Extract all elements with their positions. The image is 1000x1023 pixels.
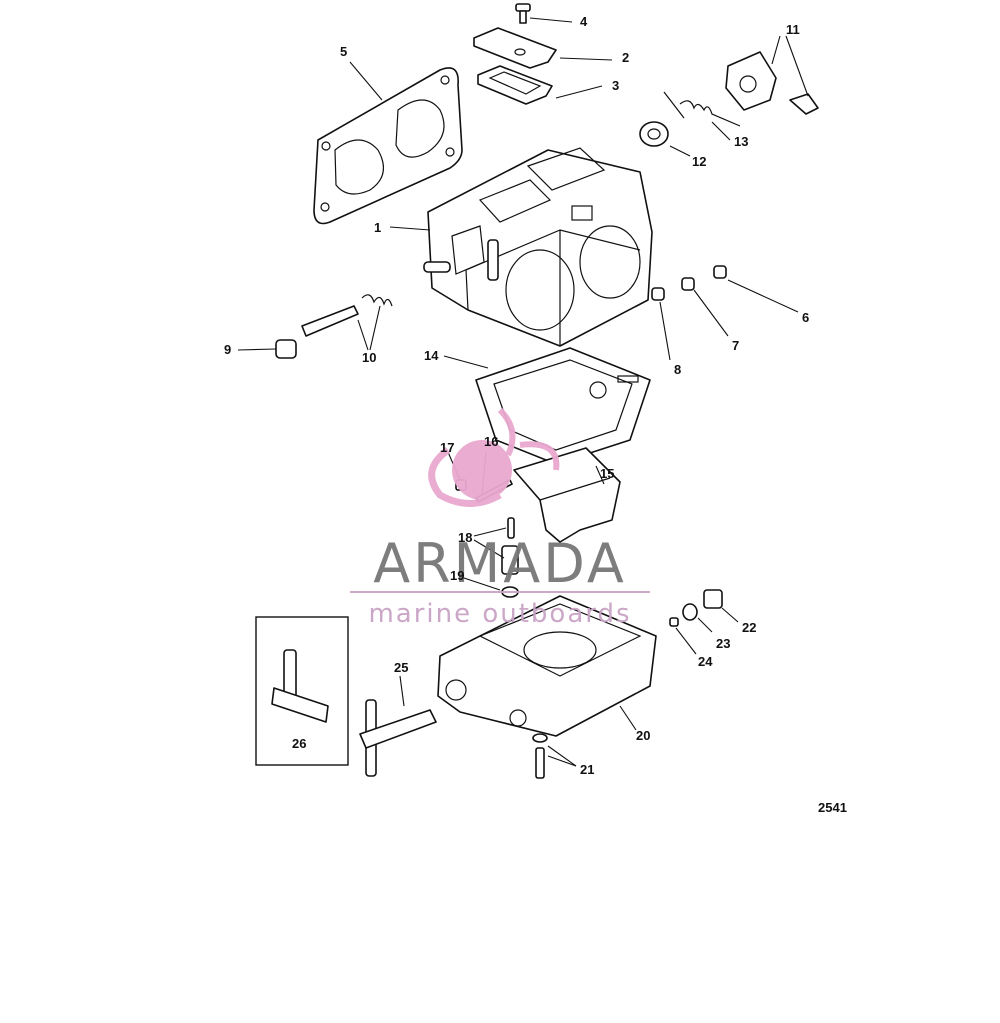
part-5-gasket <box>313 67 463 225</box>
leader-lines <box>237 17 809 767</box>
callout-1: 1 <box>374 220 381 235</box>
part-11-lever-assembly <box>725 51 819 115</box>
watermark-tagline: marine outboards <box>368 599 631 629</box>
part-12-seal <box>639 121 669 147</box>
callout-labels: 1234567891011121314151617181920212223242… <box>224 14 809 777</box>
part-15-float-bracket <box>513 447 621 543</box>
callout-15: 15 <box>600 466 614 481</box>
callout-8: 8 <box>674 362 681 377</box>
callout-5: 5 <box>340 44 347 59</box>
part-21-screw-washer <box>532 733 548 779</box>
part-22-plug <box>703 589 723 609</box>
part-2-cover <box>473 27 557 69</box>
watermark-logo <box>428 407 560 507</box>
part-6-bushing <box>713 265 727 279</box>
part-7-bushing <box>681 277 695 291</box>
part-1-carburetor-body <box>423 147 653 347</box>
callout-23: 23 <box>716 636 730 651</box>
callout-11: 11 <box>786 22 800 37</box>
callout-6: 6 <box>802 310 809 325</box>
callout-22: 22 <box>742 620 756 635</box>
callout-10: 10 <box>362 350 376 365</box>
callout-26: 26 <box>292 736 306 751</box>
part-23-washer <box>682 603 698 621</box>
callout-21: 21 <box>580 762 594 777</box>
callout-24: 24 <box>698 654 713 669</box>
callout-2: 2 <box>622 50 629 65</box>
part-20-float-bowl <box>437 595 657 737</box>
part-26-inset <box>255 616 349 766</box>
callout-9: 9 <box>224 342 231 357</box>
part-24-screw <box>669 617 679 627</box>
part-9-cap <box>275 339 297 359</box>
callout-7: 7 <box>732 338 739 353</box>
diagram-reference-number: 2541 <box>818 800 847 815</box>
part-25-fitting <box>359 699 437 777</box>
part-18-needle-valve <box>501 517 519 575</box>
part-13-spring <box>663 91 741 127</box>
callout-13: 13 <box>734 134 748 149</box>
part-3-gasket <box>477 65 553 105</box>
part-10-needle-spring <box>301 294 393 337</box>
callout-17: 17 <box>440 440 454 455</box>
callout-19: 19 <box>450 568 464 583</box>
callout-16: 16 <box>484 434 498 449</box>
callout-14: 14 <box>424 348 439 363</box>
callout-12: 12 <box>692 154 706 169</box>
callout-20: 20 <box>636 728 650 743</box>
callout-4: 4 <box>580 14 588 29</box>
callout-18: 18 <box>458 530 472 545</box>
callout-25: 25 <box>394 660 408 675</box>
callout-3: 3 <box>612 78 619 93</box>
watermark-brand: ARMADA <box>373 532 627 595</box>
part-4-screw <box>515 3 531 24</box>
part-8-bushing <box>651 287 665 301</box>
part-14-gasket <box>475 347 651 465</box>
watermark: ARMADA marine outboards <box>350 407 650 629</box>
